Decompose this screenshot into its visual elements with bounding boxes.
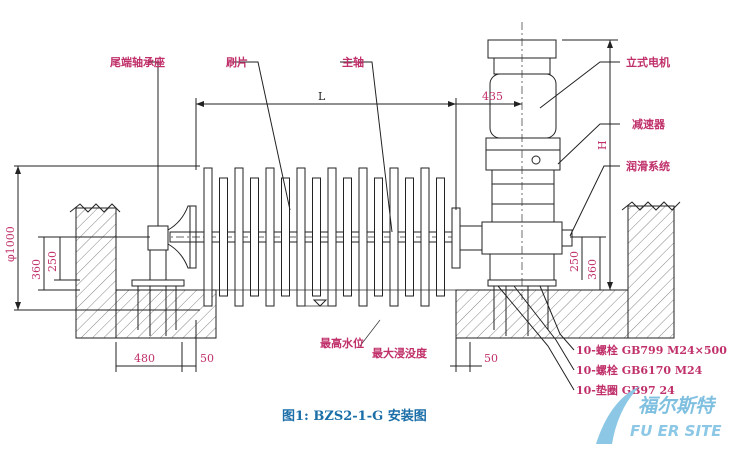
reducer-label: 减速器 <box>632 117 666 131</box>
spec-line-3: 10-垫圈 GB97 24 <box>576 383 675 397</box>
brush-disc <box>358 167 368 307</box>
left-foundation <box>69 203 217 339</box>
dim-50-right: 50 <box>484 352 498 365</box>
leader-lines <box>148 61 620 391</box>
dim-50-left: 50 <box>200 352 214 365</box>
logo-en: FU ER SITE <box>630 422 722 440</box>
spec-line-1: 10-螺栓 GB799 M24×500 <box>576 343 727 357</box>
drive-assembly <box>451 22 573 300</box>
lubrication-label: 润滑系统 <box>626 159 670 173</box>
brush-disc <box>234 167 244 307</box>
tail-bearing-label: 尾端轴承座 <box>109 55 165 69</box>
left-anchor-bolts <box>131 279 185 336</box>
spec-line-2: 10-螺栓 GB6170 M24 <box>576 363 703 377</box>
dim-360-left: 360 <box>30 259 43 280</box>
dim-H: H <box>596 140 609 150</box>
brush-disc <box>405 177 414 297</box>
brush-disc <box>296 167 306 307</box>
logo-swoosh-icon <box>596 386 640 444</box>
brush-disc <box>265 167 275 307</box>
brush-disc <box>389 167 399 307</box>
brush-disc <box>436 177 445 297</box>
tail-bearing-housing <box>147 205 197 281</box>
vertical-motor-label: 立式电机 <box>626 55 670 69</box>
brush-disc <box>203 167 213 307</box>
brand-logo: 福尔斯特 FU ER SITE <box>596 386 722 444</box>
dim-480: 480 <box>134 352 155 365</box>
main-shaft-label: 主轴 <box>342 55 364 69</box>
dim-250-left: 250 <box>46 251 59 272</box>
brush-disc <box>343 177 352 297</box>
dimension-lines <box>14 39 618 372</box>
max-immersion-label: 最大浸没度 <box>372 346 428 360</box>
brush-disc <box>281 177 290 297</box>
brush-disc-stack <box>203 167 445 307</box>
dim-435: 435 <box>482 90 503 103</box>
max-water-level-label: 最高水位 <box>320 336 364 350</box>
brush-disc <box>312 177 321 297</box>
water-level-lines <box>190 289 466 347</box>
brush-disc <box>250 177 259 297</box>
figure-caption: 图1: BZS2-1-G 安装图 <box>282 408 427 424</box>
brush-disc <box>327 167 337 307</box>
brush-disc <box>374 177 383 297</box>
logo-cn: 福尔斯特 <box>638 395 717 417</box>
brush-disc <box>219 177 228 297</box>
dim-L: L <box>318 90 326 103</box>
brush-label: 刷片 <box>226 55 248 69</box>
dim-diameter: φ1000 <box>4 226 17 262</box>
dim-250-right: 250 <box>568 251 581 272</box>
dim-360-right: 360 <box>586 259 599 280</box>
brush-disc <box>420 167 430 307</box>
